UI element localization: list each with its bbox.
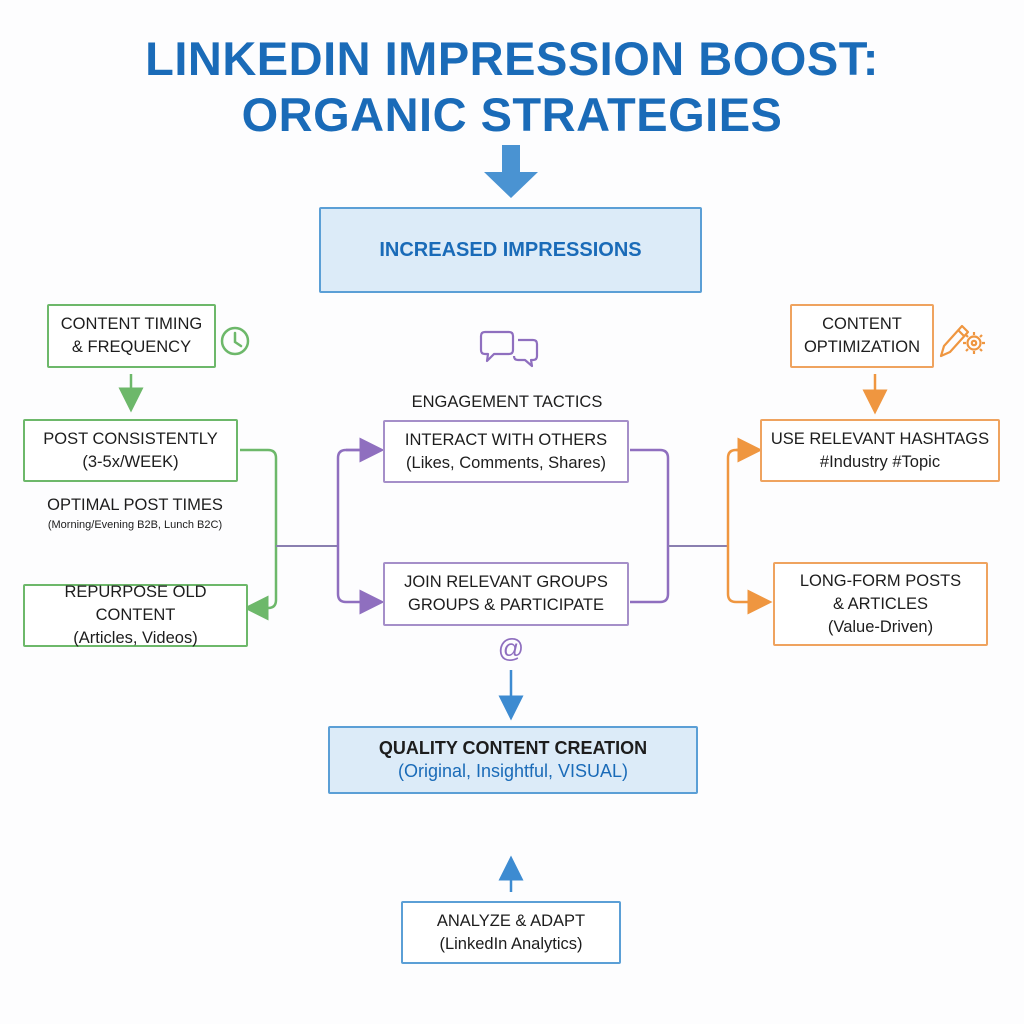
longform-line2: & ARTICLES [832, 594, 929, 613]
longform-box: LONG-FORM POSTS & ARTICLES (Value-Driven… [773, 562, 988, 646]
content-optimization-line1: CONTENT [822, 315, 902, 333]
post-consistently-line2: (3-5x/WEEK) [82, 452, 179, 471]
groups-line2: GROUPS & PARTICIPATE [408, 596, 604, 614]
content-timing-box: CONTENT TIMING & FREQUENCY [47, 304, 216, 368]
purple-bracket-right [630, 448, 670, 604]
longform-line1: LONG-FORM POSTS [799, 571, 962, 590]
main-down-arrow [484, 145, 538, 198]
diagram-title-line1: LINKEDIN IMPRESSION BOOST: [145, 32, 879, 85]
clock-icon [220, 326, 250, 356]
interact-line2: (Likes, Comments, Shares) [406, 453, 606, 472]
analyze-adapt-box: ANALYZE & ADAPT (LinkedIn Analytics) [401, 901, 621, 964]
interact-line1: INTERACT WITH OTHERS [404, 430, 608, 449]
diagram-title-line2: ORGANIC STRATEGIES [241, 88, 783, 141]
content-timing-line2: & FREQUENCY [71, 338, 192, 356]
increased-impressions-label: INCREASED IMPRESSIONS [379, 238, 642, 261]
increased-impressions-box: INCREASED IMPRESSIONS [319, 207, 702, 293]
quality-content-line1: QUALITY CONTENT CREATION [378, 738, 648, 758]
post-consistently-box: POST CONSISTENTLY (3-5x/WEEK) [23, 419, 238, 482]
groups-box: JOIN RELEVANT GROUPS GROUPS & PARTICIPAT… [383, 562, 629, 626]
hashtags-box: USE RELEVANT HASHTAGS #Industry #Topic [760, 419, 1000, 482]
groups-line1: JOIN RELEVANT GROUPS [404, 573, 608, 591]
content-timing-line1: CONTENT TIMING [60, 315, 203, 333]
longform-line3: (Value-Driven) [827, 617, 934, 636]
content-optimization-line2: OPTIMIZATION [803, 338, 921, 356]
analyze-adapt-line1: ANALYZE & ADAPT [436, 911, 586, 930]
optimal-post-times-detail: (Morning/Evening B2B, Lunch B2C) [47, 519, 223, 531]
chat-bubbles-icon [479, 330, 539, 368]
interact-box: INTERACT WITH OTHERS (Likes, Comments, S… [383, 420, 629, 483]
pencil-gear-icon [939, 324, 985, 358]
svg-text:@: @ [498, 633, 524, 663]
quality-content-line2: (Original, Insightful, VISUAL) [397, 761, 629, 781]
optimal-post-times-label: OPTIMAL POST TIMES [47, 496, 223, 514]
repurpose-box: REPURPOSE OLD CONTENT (Articles, Videos) [23, 583, 248, 647]
green-bracket [240, 448, 278, 621]
quality-content-box: QUALITY CONTENT CREATION (Original, Insi… [328, 726, 698, 794]
purple-branch-left [336, 448, 385, 615]
hashtags-line2: #Industry #Topic [819, 452, 941, 471]
hashtags-line1: USE RELEVANT HASHTAGS [770, 429, 990, 448]
analyze-adapt-line2: (LinkedIn Analytics) [439, 934, 583, 953]
repurpose-line2: (Articles, Videos) [73, 629, 198, 647]
post-consistently-line1: POST CONSISTENTLY [43, 429, 218, 448]
engagement-tactics-header: ENGAGEMENT TACTICS [411, 393, 603, 411]
repurpose-line1: REPURPOSE OLD CONTENT [64, 583, 207, 624]
content-optimization-box: CONTENT OPTIMIZATION [790, 304, 934, 368]
at-sign-icon: @ [498, 633, 524, 663]
orange-branch [726, 448, 773, 615]
